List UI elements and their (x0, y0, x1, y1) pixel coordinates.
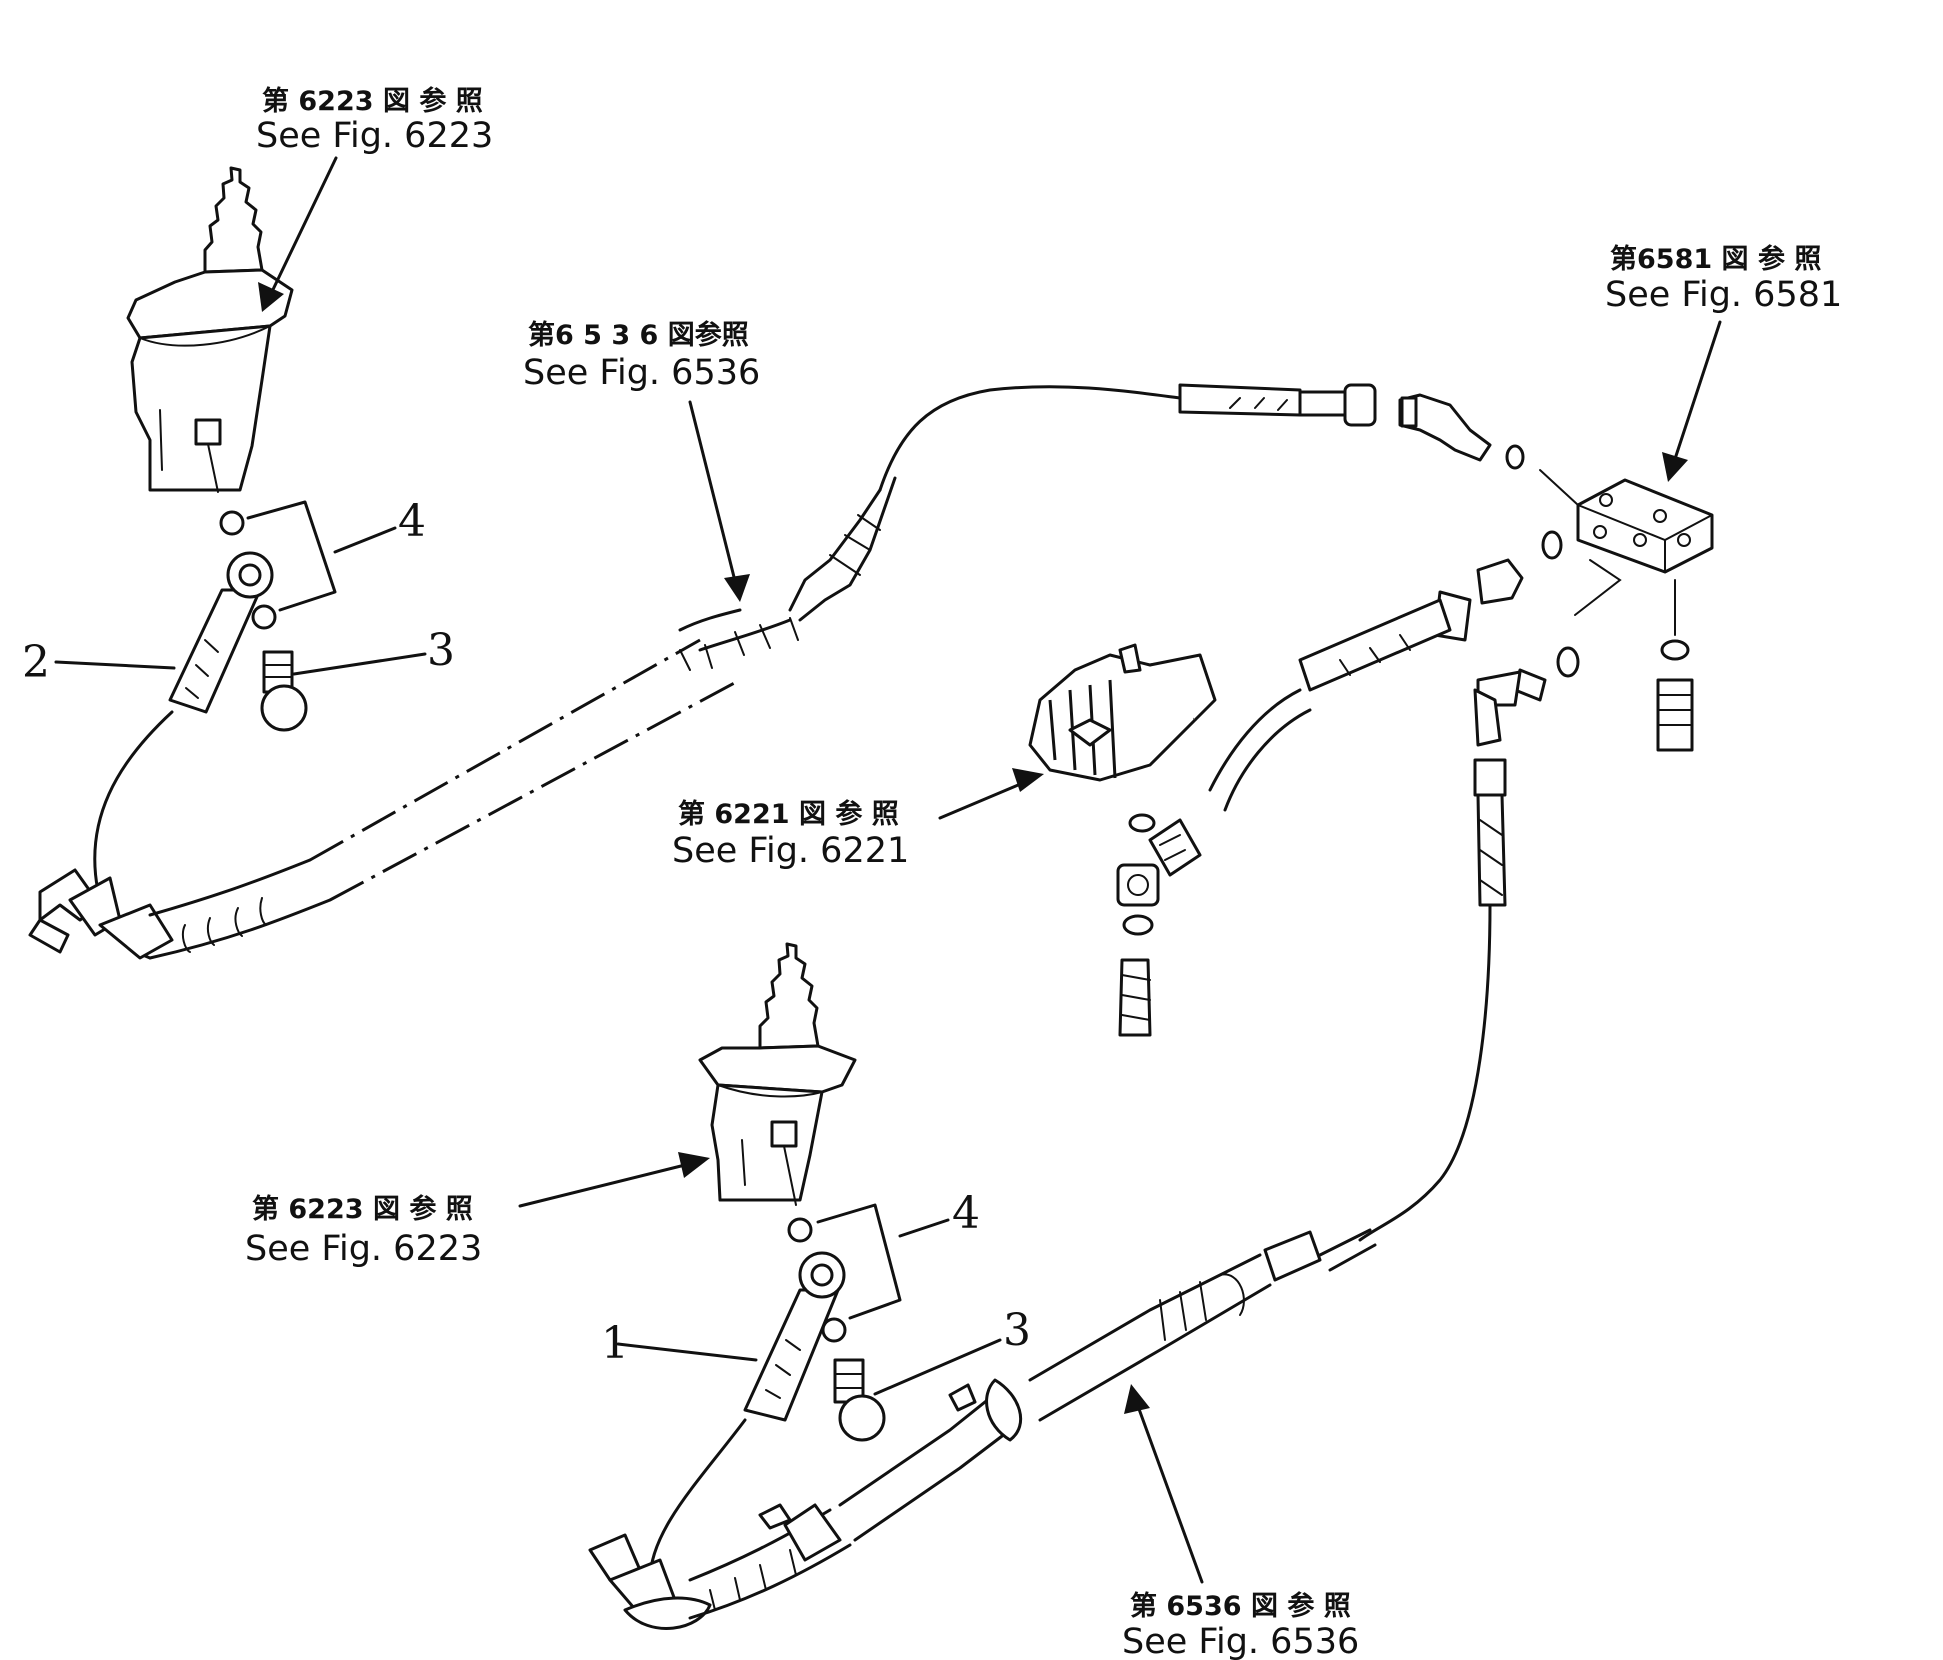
ref-top-center-en: See Fig. 6536 (523, 353, 760, 393)
distribution-block (1539, 469, 1714, 752)
lower-washer-top (787, 1217, 813, 1243)
leader-lines (54, 156, 1722, 1584)
ref-middle-en: See Fig. 6221 (672, 831, 909, 871)
ref-bottom-right-en: See Fig. 6536 (1122, 1622, 1359, 1660)
ref-bottom-left-en: See Fig. 6223 (245, 1229, 482, 1269)
ref-top-right-jp: 第6581 図 参 照 (1610, 243, 1821, 275)
ref-top-left-jp: 第 6223 図 参 照 (262, 85, 483, 117)
lower-hose-1 (743, 1251, 846, 1422)
upper-washer-bracket (246, 500, 337, 612)
ref-bottom-left-jp: 第 6223 図 参 照 (252, 1193, 473, 1225)
callout-lower-bolt: 3 (1003, 1305, 1031, 1356)
lower-main-hose (588, 1253, 1272, 1630)
ref-bottom-right-jp: 第 6536 図 参 照 (1130, 1590, 1351, 1622)
middle-pilot-valve (1028, 643, 1217, 782)
upper-main-hose (28, 385, 1182, 960)
callout-upper-washers: 4 (398, 496, 426, 547)
upper-bolt-3 (260, 650, 308, 732)
middle-short-hose (1116, 688, 1312, 1037)
upper-washer-top (219, 510, 245, 536)
ref-top-right-en: See Fig. 6581 (1605, 275, 1842, 315)
lower-pilot-valve (698, 942, 857, 1206)
callout-lower-washers: 4 (952, 1188, 980, 1239)
ref-middle-jp: 第 6221 図 参 照 (678, 798, 899, 830)
lower-washer-bracket (816, 1203, 902, 1320)
middle-fittings (1298, 530, 1580, 747)
upper-hose-2 (168, 551, 274, 714)
lower-bolt-3 (833, 1358, 886, 1442)
upper-washer-bottom (251, 604, 277, 630)
callout-upper-bolt: 3 (427, 625, 455, 676)
upper-pilot-valve (126, 166, 294, 493)
top-hose-fitting (1178, 383, 1525, 470)
callout-upper-hose: 2 (22, 637, 50, 688)
callout-lower-hose: 1 (601, 1318, 629, 1369)
ref-top-center-jp: 第6 5 3 6 図参照 (528, 319, 749, 351)
ref-top-left-en: See Fig. 6223 (256, 116, 493, 156)
right-long-hose (1263, 758, 1507, 1282)
